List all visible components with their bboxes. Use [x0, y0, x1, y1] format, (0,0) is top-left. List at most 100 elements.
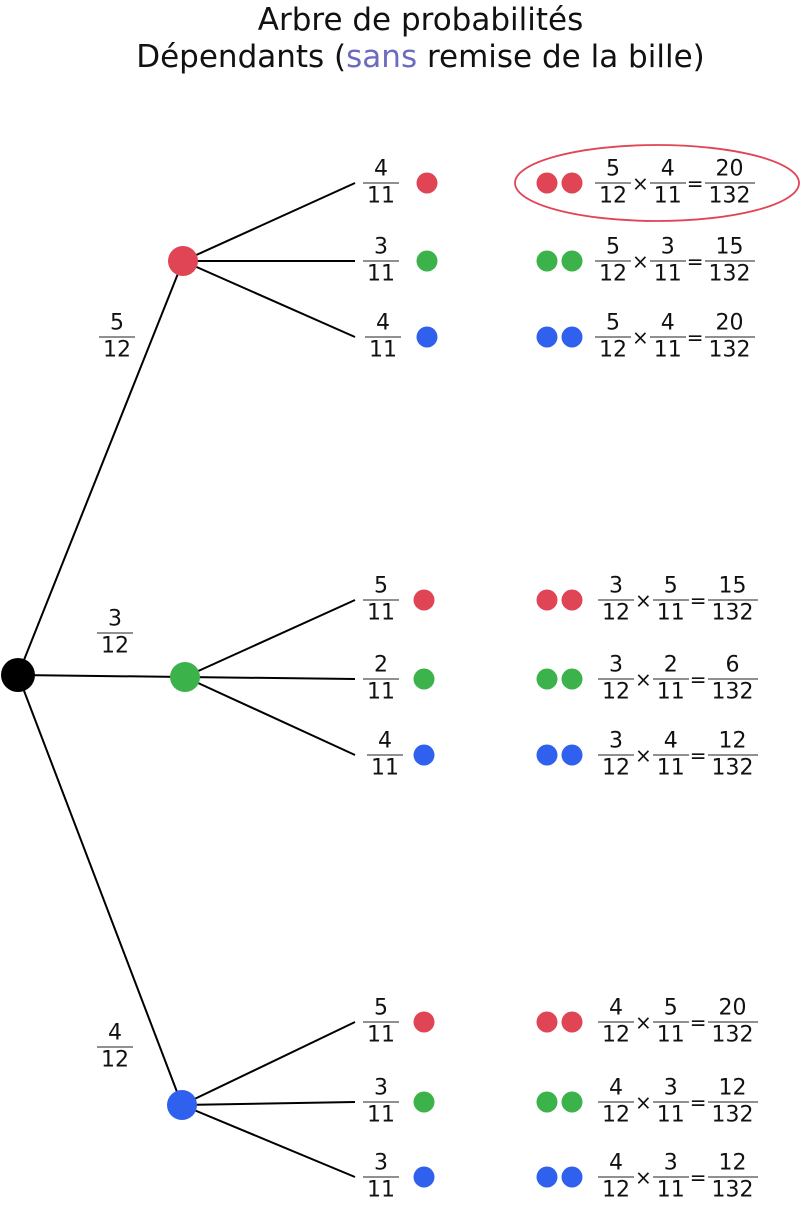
numerator: 15	[715, 234, 744, 260]
denominator: 11	[652, 1021, 689, 1049]
denominator: 12	[598, 1101, 634, 1129]
diagram-title: Arbre de probabilités Dépendants (sans r…	[0, 2, 801, 76]
denominator: 11	[652, 1176, 689, 1204]
marble-green-icon	[561, 1091, 583, 1113]
numerator: 4	[663, 728, 678, 754]
numerator: 3	[108, 606, 122, 632]
branch-line	[184, 599, 356, 678]
denominator: 11	[363, 599, 399, 627]
marble-green-icon	[416, 250, 438, 272]
denominator: 12	[97, 1046, 133, 1074]
operator: =	[689, 1090, 707, 1114]
denominator: 11	[363, 182, 399, 210]
marble-green-icon	[561, 250, 583, 272]
branch-line	[181, 1021, 356, 1106]
branch-line	[184, 676, 356, 756]
numerator: 20	[718, 995, 747, 1021]
denominator: 11	[652, 1101, 689, 1129]
branch-line	[182, 182, 356, 262]
title-line-2: Dépendants (sans remise de la bille)	[0, 39, 801, 76]
operator: ×	[632, 325, 649, 349]
numerator: 5	[663, 573, 678, 599]
numerator: 15	[718, 573, 747, 599]
denominator: 11	[365, 336, 401, 364]
numerator: 3	[663, 1150, 678, 1176]
denominator: 132	[707, 1176, 758, 1204]
denominator: 12	[598, 754, 634, 782]
marble-green-icon	[536, 1091, 558, 1113]
numerator: 4	[609, 1075, 623, 1101]
numerator: 2	[663, 652, 678, 678]
denominator: 11	[649, 260, 686, 288]
node-red-icon	[168, 246, 198, 276]
denominator: 132	[707, 678, 758, 706]
node-blue-icon	[167, 1090, 197, 1120]
operator: =	[689, 588, 707, 612]
operator: ×	[635, 588, 652, 612]
denominator: 11	[652, 754, 689, 782]
denominator: 132	[707, 1021, 758, 1049]
marble-red-icon	[416, 172, 438, 194]
marble-red-icon	[561, 589, 583, 611]
marble-green-icon	[561, 668, 583, 690]
highlight-ellipse	[514, 144, 800, 222]
denominator: 12	[595, 336, 631, 364]
numerator: 2	[374, 652, 388, 678]
numerator: 3	[609, 573, 623, 599]
denominator: 132	[704, 336, 755, 364]
denominator: 12	[598, 1021, 634, 1049]
marble-red-icon	[536, 1011, 558, 1033]
numerator: 4	[660, 310, 675, 336]
numerator: 20	[715, 310, 744, 336]
denominator: 11	[649, 182, 686, 210]
marble-blue-icon	[536, 744, 558, 766]
denominator: 11	[363, 1101, 399, 1129]
denominator: 11	[649, 336, 686, 364]
operator: =	[686, 325, 704, 349]
denominator: 12	[595, 260, 631, 288]
denominator: 12	[97, 632, 133, 660]
operator: =	[686, 249, 704, 273]
marble-red-icon	[561, 1011, 583, 1033]
numerator: 5	[374, 573, 388, 599]
operator: =	[689, 1165, 707, 1189]
operator: ×	[632, 249, 649, 273]
operator: ×	[632, 171, 649, 195]
title-text: remise de la bille)	[417, 39, 705, 75]
title-line-1: Arbre de probabilités	[257, 2, 584, 38]
operator: ×	[635, 667, 652, 691]
marble-blue-icon	[536, 1166, 558, 1188]
operator: =	[689, 667, 707, 691]
denominator: 132	[707, 1101, 758, 1129]
denominator: 12	[598, 599, 634, 627]
